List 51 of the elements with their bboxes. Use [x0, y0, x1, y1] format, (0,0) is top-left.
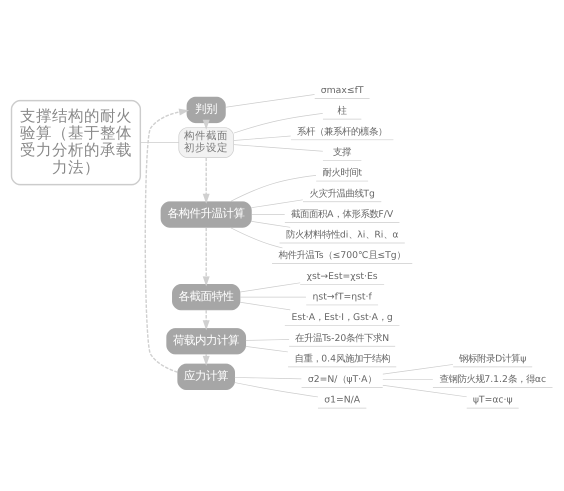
node-box: 各截面特性 — [172, 284, 240, 310]
connector — [382, 364, 454, 374]
node-text: σ2=N/（ψT·A） — [308, 374, 376, 386]
connector — [245, 346, 288, 352]
node-box: 荷载内力计算 — [166, 328, 246, 354]
arrow — [202, 158, 210, 204]
node-text: σ1=N/A — [324, 394, 360, 406]
arrow — [144, 108, 190, 373]
connector — [251, 199, 304, 208]
node-text: 自重，0.4风施加于结构 — [294, 353, 390, 364]
connector — [240, 296, 306, 298]
arrow — [202, 120, 210, 130]
connector — [234, 113, 324, 134]
node-text: ηst→fT=ηst·f — [312, 292, 372, 303]
node-box: 应力计算 — [177, 364, 236, 390]
node-text: 在升温Ts-20条件下求N — [295, 332, 390, 344]
node-text: 柱 — [338, 106, 347, 117]
node-box: 各构件升温计算 — [160, 201, 252, 228]
connector — [230, 175, 316, 202]
connector — [382, 379, 434, 380]
node-text: χst→Est=χst·Es — [306, 270, 378, 282]
connector — [240, 282, 300, 292]
node-text: 系杆（兼系杆的檩条） — [297, 126, 388, 138]
connector — [225, 94, 315, 108]
connector — [233, 144, 324, 152]
connector — [240, 302, 291, 310]
node-text: 构件升温Ts（≤700℃且≤Tg） — [278, 250, 406, 262]
arrow — [202, 354, 210, 366]
connector — [233, 136, 291, 141]
connector — [245, 339, 290, 341]
connector — [234, 382, 318, 398]
node-text: 火灾升温曲线Tg — [309, 188, 375, 200]
connector — [251, 214, 286, 215]
node-text: 支撑 — [333, 147, 352, 158]
node-box: 支撑结构的耐火验算（基于整体受力分析的承载力法） — [10, 100, 142, 186]
node-text: Est·A，Est·I，Gst·A，g — [292, 312, 393, 324]
connector — [234, 377, 302, 380]
arrow — [202, 310, 210, 330]
connector — [382, 384, 468, 398]
arrow — [202, 228, 210, 286]
node-box: 构件截面初步设定 — [178, 127, 234, 158]
node-text: 钢标附录D计算ψ — [459, 353, 526, 364]
node-text: 截面面积A，体形系数F/V — [291, 208, 394, 220]
node-text: 查钢防火规7.1.2条，得αc — [439, 374, 546, 386]
node-text: ψT=αc·ψ — [472, 394, 513, 406]
connector — [230, 227, 283, 248]
node-text: 防火材料特性di、λi、Ri、α — [286, 230, 398, 241]
connector — [140, 142, 179, 143]
node-text: 耐火时间t — [322, 168, 362, 179]
node-text: σmax≤fT — [320, 85, 364, 96]
connector — [251, 221, 291, 228]
